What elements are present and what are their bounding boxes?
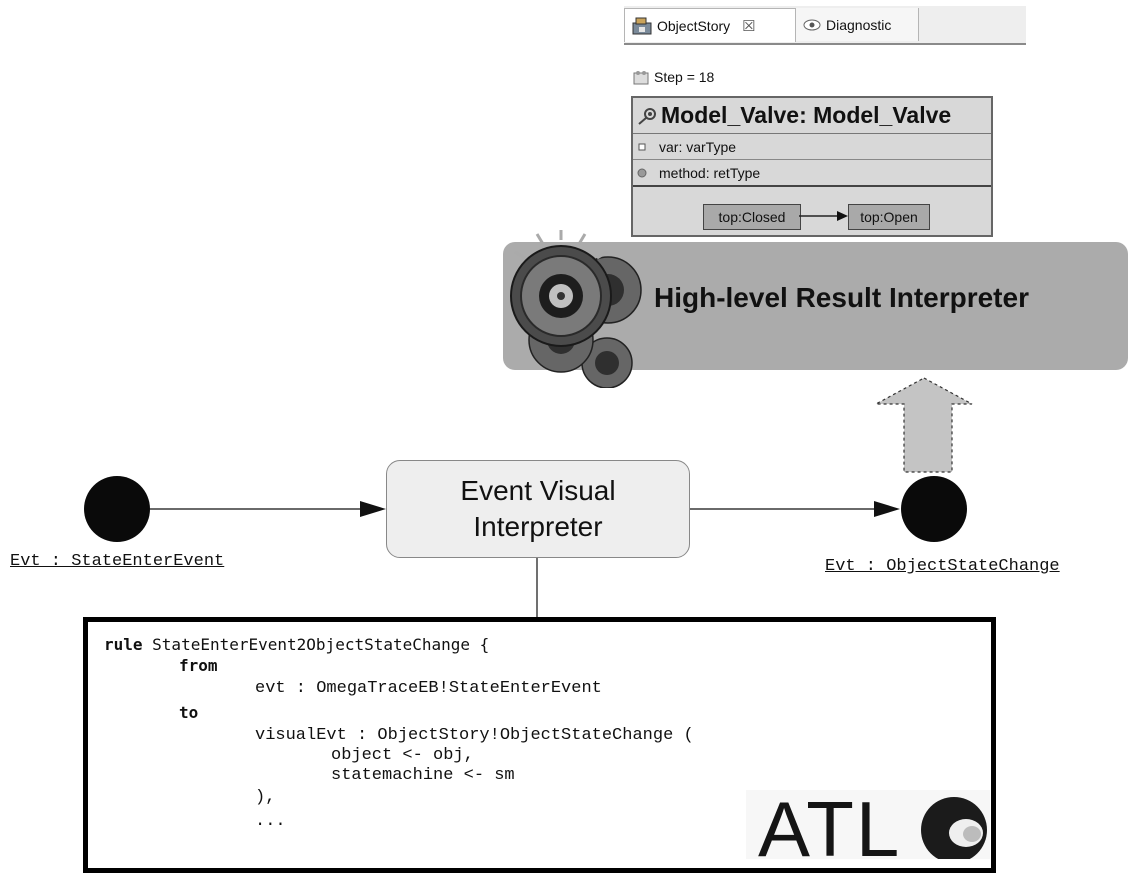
gears-icon (510, 230, 642, 388)
target-event-node (901, 476, 967, 542)
member-var: var: varType (633, 134, 991, 160)
code-line-close: ), (255, 788, 276, 807)
dashed-up-arrow (875, 377, 973, 473)
objectstory-panel: ObjectStory ☒ Diagnostic Step = 18 Model… (624, 6, 1026, 238)
tab-bar: ObjectStory ☒ Diagnostic (624, 6, 1026, 45)
tab-diagnostic-label: Diagnostic (826, 16, 892, 33)
code-line-binding-statemachine: statemachine <- sm (331, 766, 515, 785)
step-icon (633, 71, 649, 85)
tab-diagnostic[interactable]: Diagnostic (796, 8, 919, 41)
attribute-icon (638, 143, 646, 150)
class-title: Model_Valve: Model_Valve (633, 98, 991, 134)
state-transition-arrow (799, 211, 848, 221)
code-line-to: to (179, 703, 198, 723)
class-box[interactable]: Model_Valve: Model_Valve var: varType me… (631, 96, 993, 237)
banner-label: High-level Result Interpreter (654, 282, 1029, 313)
source-event-node (84, 476, 150, 542)
atl-logo-mark (921, 797, 987, 859)
operation-icon (637, 168, 647, 177)
code-line-ellipsis: ... (255, 812, 286, 831)
state-closed[interactable]: top:Closed (703, 204, 801, 230)
member-method: method: retType (633, 160, 991, 187)
keyword-from: from (179, 656, 218, 675)
close-icon[interactable]: ☒ (742, 17, 756, 35)
step-text: Step = 18 (654, 69, 715, 85)
edge-arrowhead (360, 501, 386, 517)
code-line-rule: rule StateEnterEvent2ObjectStateChange { (104, 635, 489, 655)
step-indicator: Step = 18 (632, 68, 714, 86)
keyword-rule: rule (104, 635, 143, 654)
source-event-label: Evt : StateEnterEvent (10, 552, 225, 571)
eye-icon (803, 19, 821, 30)
edge-arrowhead (874, 501, 900, 517)
class-title-text: Model_Valve: Model_Valve (661, 102, 952, 128)
code-line-to-pattern: visualEvt : ObjectStory!ObjectStateChang… (255, 726, 694, 745)
code-line-binding-object: object <- obj, (331, 746, 474, 765)
rule-name: StateEnterEvent2ObjectStateChange { (142, 635, 490, 654)
node-label-line1: Event Visual (460, 475, 616, 506)
target-event-label: Evt : ObjectStateChange (825, 557, 1060, 576)
member-var-text: var: varType (659, 138, 737, 155)
member-method-text: method: retType (659, 164, 761, 181)
state-open[interactable]: top:Open (848, 204, 930, 230)
atl-logo: ATL (746, 790, 990, 859)
atl-logo-text: ATL (758, 790, 902, 859)
objectstory-icon (632, 17, 652, 34)
keyword-to: to (179, 703, 199, 722)
class-icon (638, 107, 656, 125)
code-line-from-pattern: evt : OmegaTraceEB!StateEnterEvent (255, 679, 602, 698)
tab-objectstory[interactable]: ObjectStory ☒ (624, 8, 796, 42)
node-label-line2: Interpreter (473, 511, 603, 542)
event-visual-interpreter-node[interactable]: Event Visual Interpreter (386, 460, 690, 558)
tab-objectstory-label: ObjectStory (657, 17, 731, 34)
code-line-from: from (179, 656, 218, 676)
